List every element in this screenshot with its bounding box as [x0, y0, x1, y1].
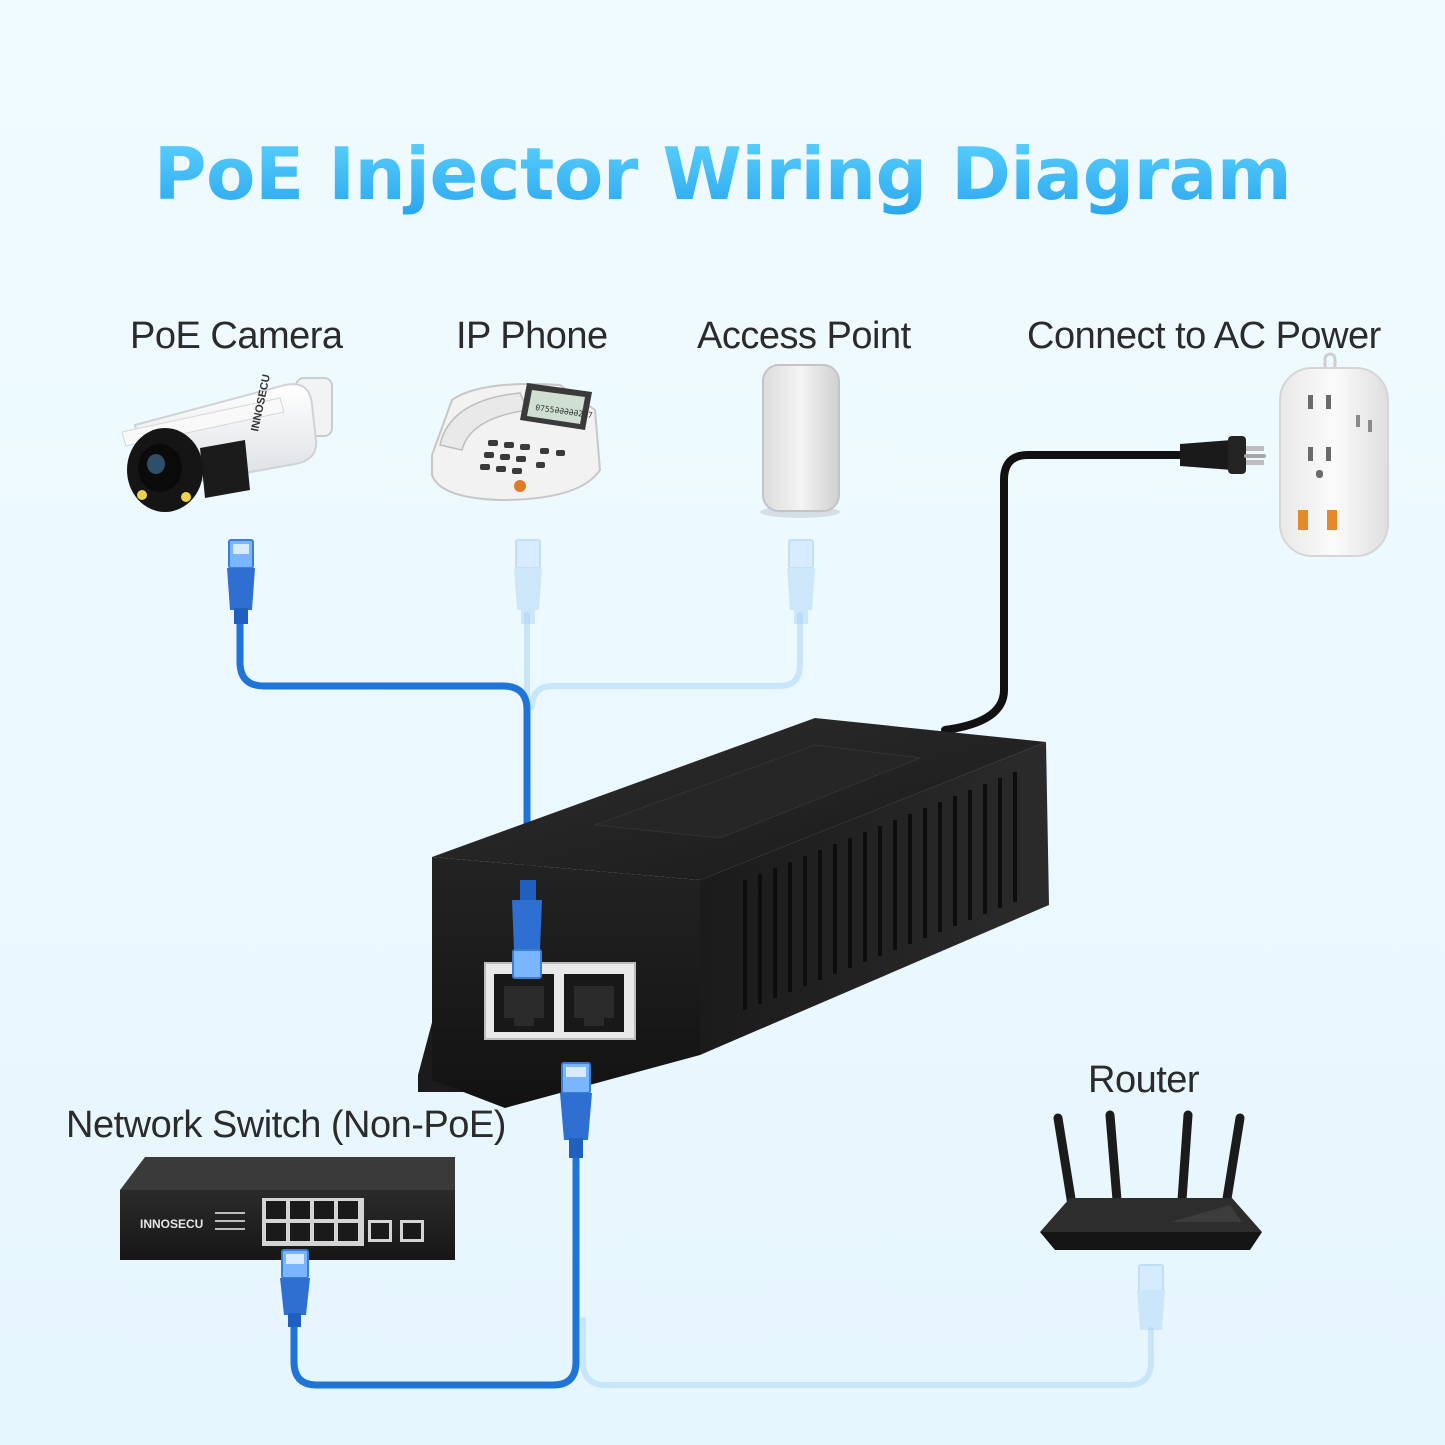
label-poe-camera: PoE Camera	[130, 315, 343, 357]
label-ip-phone: IP Phone	[456, 315, 608, 357]
active-cables	[236, 618, 580, 1389]
label-access-point: Access Point	[697, 315, 911, 357]
poe-injector-icon	[418, 718, 1049, 1108]
rj45-plug-switch	[280, 1249, 310, 1327]
label-network-switch: Network Switch (Non-PoE)	[66, 1104, 506, 1146]
rj45-plug-camera	[227, 539, 255, 624]
rj45-plug-phone	[514, 539, 542, 624]
wall-outlet-icon	[1279, 352, 1389, 557]
inactive-cables	[524, 612, 1154, 1388]
access-point-icon	[760, 364, 840, 518]
network-switch-icon: INNOSECU	[120, 1157, 455, 1260]
switch-brand: INNOSECU	[140, 1217, 203, 1231]
cable-network-switch	[290, 1151, 580, 1389]
rj45-plug-injector-in	[560, 1062, 592, 1158]
page-title: PoE Injector Wiring Diagram	[0, 132, 1445, 216]
power-plug-icon	[1180, 436, 1266, 474]
power-cable	[941, 451, 1194, 734]
cable-access-point	[529, 612, 803, 710]
bullet-camera-icon: INNOSECU	[121, 373, 333, 512]
label-ac-power: Connect to AC Power	[1027, 315, 1381, 357]
rj45-plug-access-point	[787, 539, 815, 624]
cable-poe-camera	[236, 618, 531, 889]
rj45-plug-router	[1137, 1264, 1165, 1330]
router-icon	[1040, 1110, 1262, 1250]
desk-phone-icon: 0755ƏƏƏƏƏ237	[431, 383, 602, 502]
label-router: Router	[1088, 1059, 1200, 1101]
rj45-plug-injector-out	[512, 880, 542, 979]
cable-router	[580, 1317, 1154, 1388]
